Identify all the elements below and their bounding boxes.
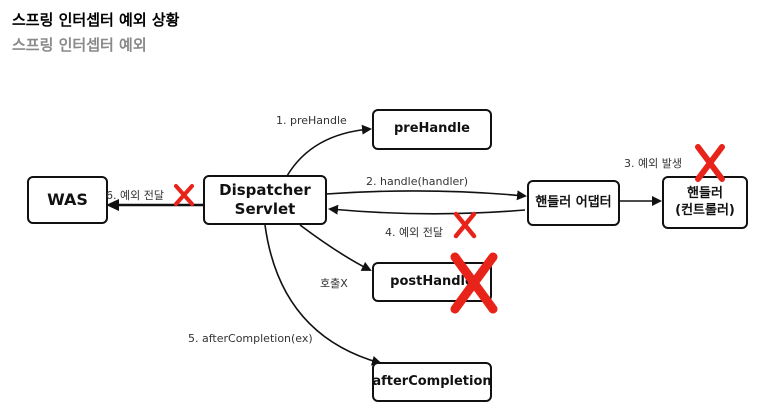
arrow-exception-to-dispatcher [328, 204, 526, 215]
prehandle-label: preHandle [393, 121, 471, 137]
aftercompletion-label: afterCompletion [372, 373, 492, 389]
dispatcher-label-line1: Dispatcher [219, 181, 311, 200]
handler-label-line2: (컨트롤러) [675, 202, 735, 218]
arrow-prehandle [286, 124, 372, 177]
not-called-label: 호출X [320, 277, 348, 290]
step5-label: 5. afterCompletion(ex) [188, 332, 313, 345]
step2-label: 2. handle(handler) [366, 175, 469, 188]
page-title: 스프링 인터셉터 예외 상황 [12, 11, 180, 29]
page-subtitle: 스프링 인터셉터 예외 [12, 36, 147, 54]
step6-label: 6. 예외 전달 [106, 189, 164, 202]
was-box: WAS [27, 176, 108, 224]
handler-adapter-label: 핸들러 어댑터 [535, 194, 612, 210]
handler-label-line1: 핸들러 [687, 186, 723, 202]
step1-label: 1. preHandle [276, 114, 347, 127]
step3-label: 3. 예외 발생 [624, 157, 682, 170]
prehandle-box: preHandle [372, 109, 492, 150]
arrow-handle [325, 190, 527, 201]
dispatcher-servlet-box: Dispatcher Servlet [203, 175, 327, 225]
posthandle-label: postHandle [390, 273, 474, 289]
aftercompletion-box: afterCompletion [372, 362, 492, 402]
was-label: WAS [47, 190, 88, 209]
arrow-posthandle [299, 224, 372, 271]
step4-label: 4. 예외 전달 [385, 226, 443, 239]
dispatcher-label-line2: Servlet [234, 200, 296, 218]
x-mark-icon [695, 144, 725, 182]
x-mark-icon [453, 211, 477, 239]
x-mark-icon [450, 252, 498, 314]
handler-controller-box: 핸들러 (컨트롤러) [662, 176, 748, 229]
handler-adapter-box: 핸들러 어댑터 [527, 180, 620, 226]
arrow-aftercompletion [264, 224, 382, 366]
x-mark-icon [174, 184, 194, 206]
